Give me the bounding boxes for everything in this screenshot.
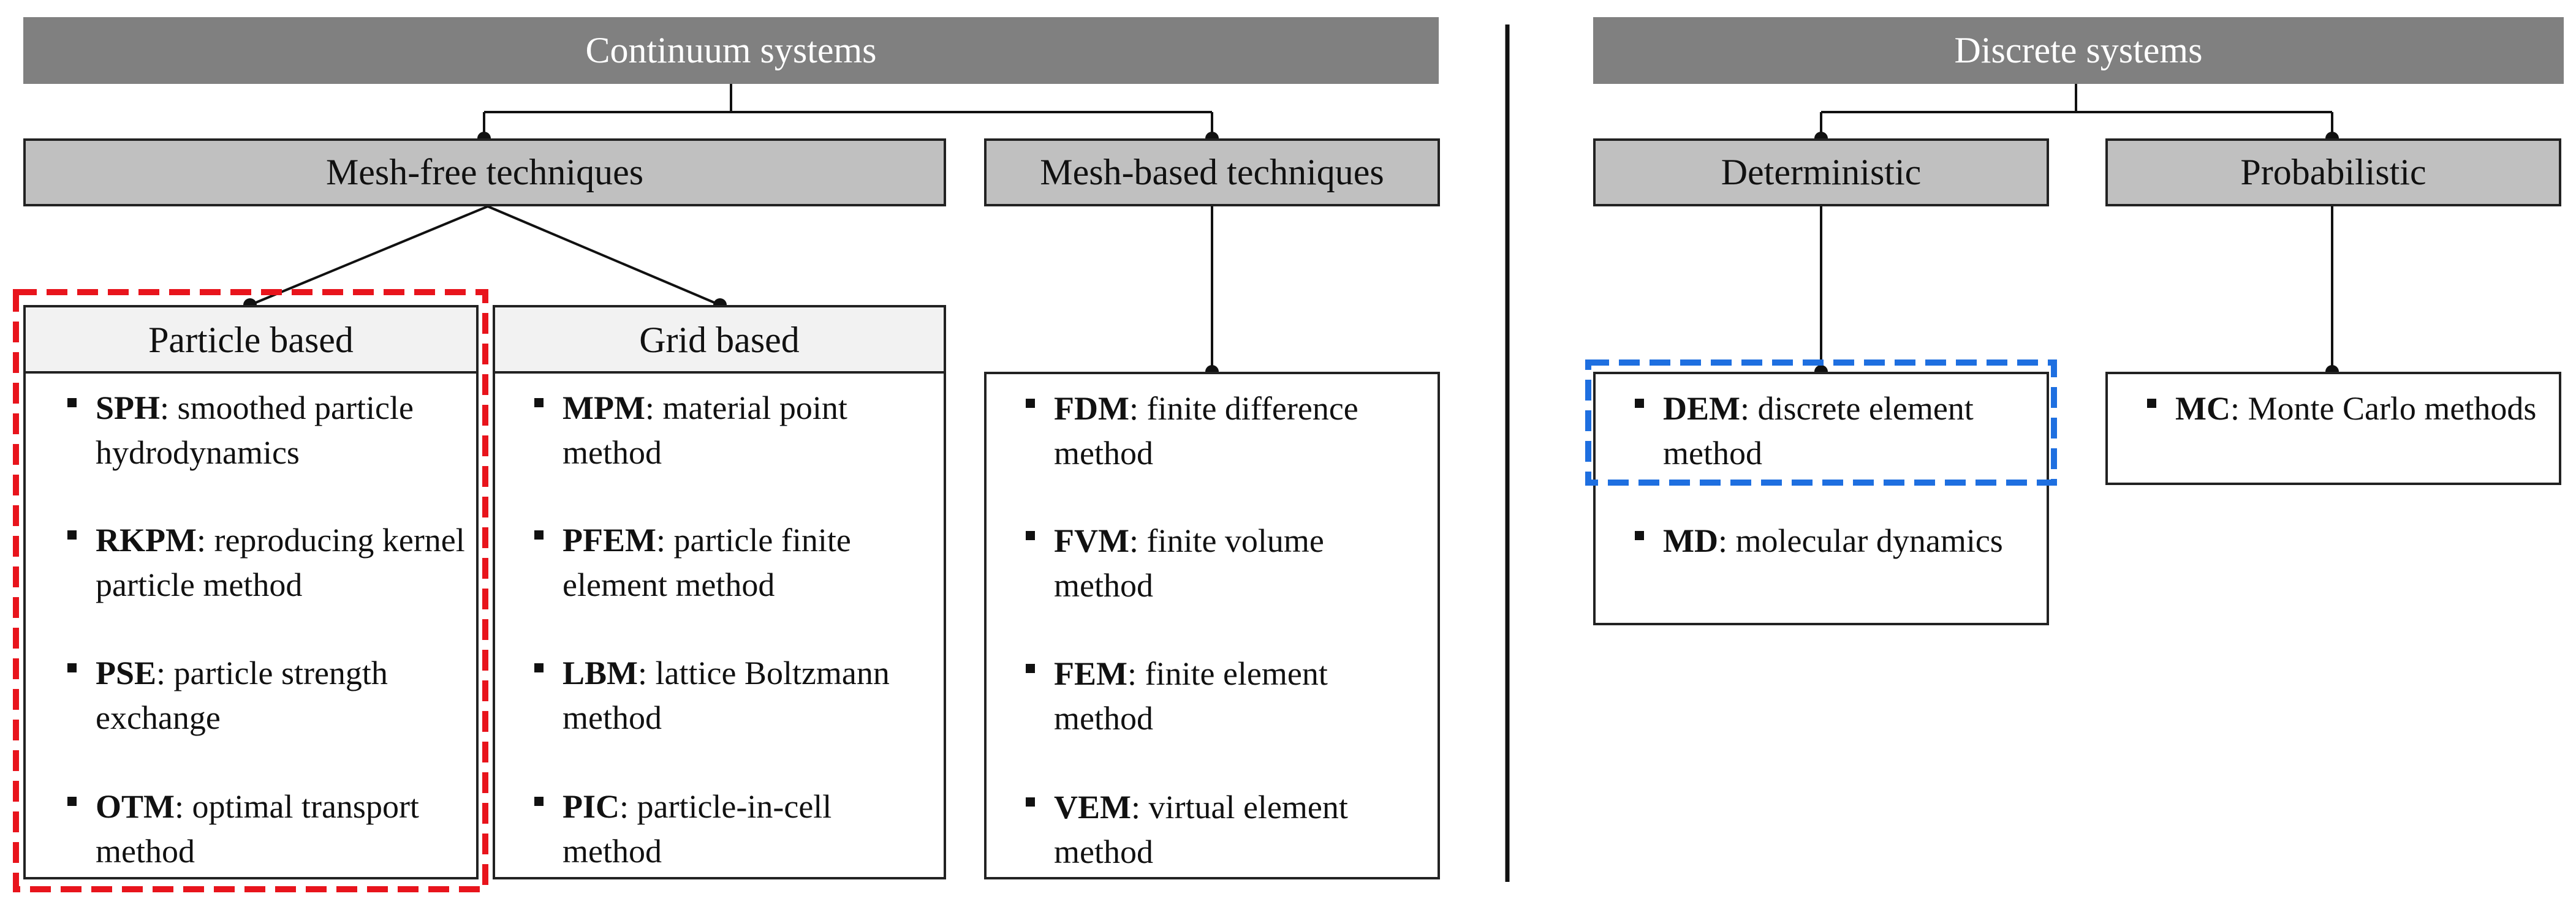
method-abbr: LBM [563, 655, 638, 691]
mesh-based-box: Mesh-based techniques [984, 138, 1440, 206]
list-item: PSE: particle strength exchange [96, 651, 468, 740]
list-item: FDM: finite difference method [1054, 386, 1429, 476]
method-desc: : molecular dynamics [1718, 522, 2003, 559]
grid-based-title: Grid based [639, 319, 800, 360]
method-abbr: FDM [1054, 390, 1129, 427]
mesh-free-box: Mesh-free techniques [23, 138, 946, 206]
deterministic-title: Deterministic [1721, 152, 1922, 192]
method-desc: : particle-in-cell method [563, 788, 832, 870]
bullet-icon [67, 386, 77, 407]
list-item: PIC: particle-in-cell method [563, 785, 935, 874]
method-desc: : lattice Boltzmann method [563, 655, 890, 736]
bullet-icon [1635, 519, 1645, 540]
bullet-icon [67, 785, 77, 806]
list-item: PFEM: particle finite element method [563, 518, 935, 608]
list-item: RKPM: reproducing kernel particle method [96, 518, 468, 608]
continuum-systems-title: Continuum systems [585, 30, 877, 70]
bullet-icon [1026, 519, 1036, 540]
bullet-icon [1026, 785, 1036, 807]
bullet-icon [534, 518, 544, 540]
particle-based-header: Particle based [23, 305, 479, 372]
method-abbr: SPH [96, 390, 161, 426]
bullet-icon [67, 651, 77, 672]
method-abbr: DEM [1663, 390, 1740, 427]
list-item: MC: Monte Carlo methods [2175, 386, 2550, 431]
method-abbr: FVM [1054, 522, 1129, 559]
bullet-icon [1026, 386, 1036, 408]
list-item: FEM: finite element method [1054, 652, 1429, 741]
particle-based-list: SPH: smoothed particle hydrodynamics RKP… [23, 371, 479, 879]
method-desc: : virtual element method [1054, 789, 1348, 870]
probabilistic-title: Probabilistic [2240, 152, 2426, 192]
method-abbr: MPM [563, 390, 645, 426]
method-abbr: PIC [563, 788, 619, 825]
mesh-based-title: Mesh-based techniques [1040, 152, 1384, 192]
method-desc: : finite difference method [1054, 390, 1358, 472]
method-desc: : particle finite element method [563, 522, 851, 603]
bullet-icon [2147, 386, 2157, 408]
method-desc: : finite volume method [1054, 522, 1324, 604]
list-item: OTM: optimal transport method [96, 785, 468, 874]
list-item: SPH: smoothed particle hydrodynamics [96, 386, 468, 475]
mesh-based-list: FDM: finite difference method FVM: finit… [984, 372, 1440, 879]
method-abbr: FEM [1054, 655, 1127, 692]
probabilistic-box: Probabilistic [2105, 138, 2561, 206]
discrete-systems-title: Discrete systems [1954, 30, 2203, 70]
bullet-icon [534, 651, 544, 672]
bullet-icon [534, 785, 544, 806]
method-abbr: PSE [96, 655, 157, 691]
bullet-icon [1635, 386, 1645, 408]
grid-based-header: Grid based [493, 305, 946, 372]
continuum-systems-header: Continuum systems [23, 17, 1439, 84]
list-item: MPM: material point method [563, 386, 935, 475]
bullet-icon [1026, 652, 1036, 673]
mesh-free-title: Mesh-free techniques [325, 152, 644, 192]
bullet-icon [67, 518, 77, 540]
method-abbr: MD [1663, 522, 1718, 559]
list-item: DEM: discrete element method [1663, 386, 2038, 476]
list-item: LBM: lattice Boltzmann method [563, 651, 935, 740]
method-abbr: OTM [96, 788, 175, 825]
method-desc: : finite element method [1054, 655, 1328, 737]
list-item: MD: molecular dynamics [1663, 519, 2038, 563]
deterministic-box: Deterministic [1593, 138, 2049, 206]
bullet-icon [534, 386, 544, 407]
particle-based-title: Particle based [148, 319, 354, 360]
list-item: FVM: finite volume method [1054, 519, 1429, 608]
discrete-systems-header: Discrete systems [1593, 17, 2564, 84]
method-desc: : material point method [563, 390, 847, 471]
method-desc: : Monte Carlo methods [2230, 390, 2537, 427]
grid-based-list: MPM: material point method PFEM: particl… [493, 371, 946, 879]
deterministic-list: DEM: discrete element method MD: molecul… [1593, 372, 2049, 625]
method-abbr: MC [2175, 390, 2230, 427]
list-item: VEM: virtual element method [1054, 785, 1429, 875]
method-abbr: PFEM [563, 522, 656, 559]
method-abbr: RKPM [96, 522, 197, 559]
method-abbr: VEM [1054, 789, 1131, 826]
probabilistic-list: MC: Monte Carlo methods [2105, 372, 2561, 485]
